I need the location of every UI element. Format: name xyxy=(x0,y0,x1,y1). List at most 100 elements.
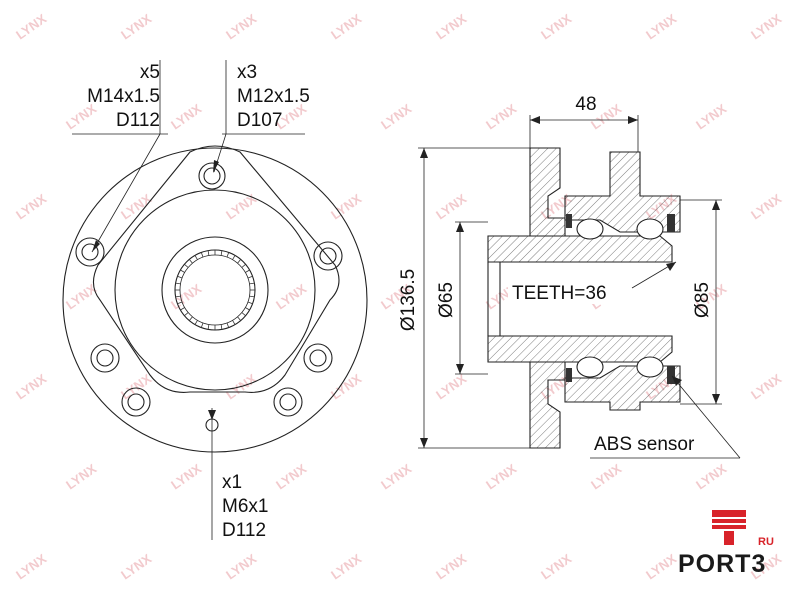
spline-tooth xyxy=(207,324,210,330)
watermark-text: LYNX xyxy=(223,11,259,43)
spline-tooth xyxy=(184,263,189,268)
bolt-hole-inner xyxy=(279,393,297,411)
spline-tooth xyxy=(177,301,183,305)
ball-top-right xyxy=(636,218,664,240)
callout-2-thread: M12x1.5 xyxy=(237,86,310,107)
ball-bottom-right xyxy=(636,356,664,378)
sleeve-top xyxy=(487,235,673,263)
watermark-text: LYNX xyxy=(168,461,204,493)
watermark-text: LYNX xyxy=(378,101,414,133)
spline-tooth xyxy=(194,320,198,325)
watermark-text: LYNX xyxy=(538,11,574,43)
callout-1-count: x5 xyxy=(140,62,160,83)
spline-tooth xyxy=(220,250,223,256)
dim85-arrow-b xyxy=(712,394,720,404)
flange-section-top xyxy=(529,147,566,237)
bolt-hole-inner xyxy=(309,349,327,367)
triangle-flange xyxy=(92,145,340,393)
spline-tooth xyxy=(220,324,223,330)
logo-brand: PORT3 xyxy=(678,550,767,578)
ball-top-left xyxy=(576,218,604,240)
spline-tooth xyxy=(247,275,253,279)
watermark-text: LYNX xyxy=(748,191,784,223)
abs-sensor-label: ABS sensor xyxy=(594,434,695,455)
bolt-hole xyxy=(273,387,303,417)
watermark-text: LYNX xyxy=(328,551,364,583)
piston-icon xyxy=(712,510,746,545)
bearing-balls xyxy=(576,218,664,378)
seal-left-top xyxy=(566,214,572,228)
watermark-text: LYNX xyxy=(223,551,259,583)
teeth-arrow xyxy=(666,262,676,271)
spline-tooth xyxy=(175,282,181,285)
arrow-bolt xyxy=(92,240,100,252)
watermark-text: LYNX xyxy=(328,191,364,223)
spline-tooth xyxy=(241,312,246,317)
watermark-text: LYNX xyxy=(433,11,469,43)
bolt-hole-inner xyxy=(127,393,145,411)
watermark-text: LYNX xyxy=(63,461,99,493)
watermark-text: LYNX xyxy=(223,191,259,223)
spline-tooth xyxy=(232,320,236,325)
bolt-hole-inner xyxy=(319,247,337,265)
sleeve-bottom xyxy=(487,335,673,363)
hub-collar xyxy=(161,236,269,344)
watermark-text: LYNX xyxy=(328,11,364,43)
spline-tooth xyxy=(207,250,210,256)
watermark-text: LYNX xyxy=(693,461,729,493)
spline-tooth xyxy=(249,282,255,285)
hub-ring xyxy=(114,189,316,391)
spline-tooth xyxy=(237,316,242,321)
abs-arrow xyxy=(672,376,682,386)
spline-tooth xyxy=(180,307,185,311)
watermark-text: LYNX xyxy=(433,191,469,223)
spline-tooth xyxy=(247,301,253,305)
dim85-arrow-t xyxy=(712,200,720,210)
bolt-hole xyxy=(121,387,151,417)
watermark-text: LYNX xyxy=(538,551,574,583)
dim48-arrow-l xyxy=(530,116,540,124)
watermark-text: LYNX xyxy=(13,371,49,403)
dim136-arrow-b xyxy=(420,438,428,448)
seal-bottom xyxy=(667,366,675,384)
watermark-text: LYNX xyxy=(13,551,49,583)
outer-flange-circle xyxy=(62,147,368,453)
width-dimension: 48 xyxy=(575,94,596,115)
callout-3-diameter: D112 xyxy=(222,520,266,541)
watermark-text: LYNX xyxy=(118,551,154,583)
outer-ring-top xyxy=(564,151,681,233)
spline-tooth xyxy=(241,263,246,268)
watermark-text: LYNX xyxy=(13,11,49,43)
abs-leader xyxy=(671,375,741,459)
teeth-count: TEETH=36 xyxy=(512,283,607,304)
watermark-text: LYNX xyxy=(328,371,364,403)
mounting-holes xyxy=(198,162,226,190)
front-view: x5 M14x1.5 D112 x3 M12x1.5 D107 x1 M6x1 … xyxy=(62,60,368,541)
arrow-mount xyxy=(213,160,219,173)
watermark-text: LYNX xyxy=(693,101,729,133)
flange-diameter: Ø136.5 xyxy=(398,269,419,331)
flange-section-bottom xyxy=(529,361,566,449)
outer-diameter: Ø85 xyxy=(692,282,713,318)
dim65-arrow-t xyxy=(456,222,464,232)
spline-tooth xyxy=(184,312,189,317)
watermark-text: LYNX xyxy=(168,101,204,133)
spline-tooth xyxy=(188,259,193,264)
spline-tooth xyxy=(232,255,236,260)
bolt-hole xyxy=(303,343,333,373)
spline-tooth xyxy=(200,252,204,258)
watermark-text: LYNX xyxy=(378,461,414,493)
teeth-label-bg xyxy=(508,278,634,304)
watermark-text: LYNX xyxy=(588,461,624,493)
bolt-hole xyxy=(90,343,120,373)
watermark-text: LYNX xyxy=(433,551,469,583)
watermark-text: LYNX xyxy=(168,281,204,313)
ball-bottom-left xyxy=(576,356,604,378)
callout-1-diameter: D112 xyxy=(116,110,160,131)
watermark-text: LYNX xyxy=(643,11,679,43)
mount-hole xyxy=(198,162,226,190)
spline-tooth xyxy=(226,252,230,258)
logo-suffix: RU xyxy=(758,536,774,548)
watermark-text: LYNX xyxy=(273,461,309,493)
